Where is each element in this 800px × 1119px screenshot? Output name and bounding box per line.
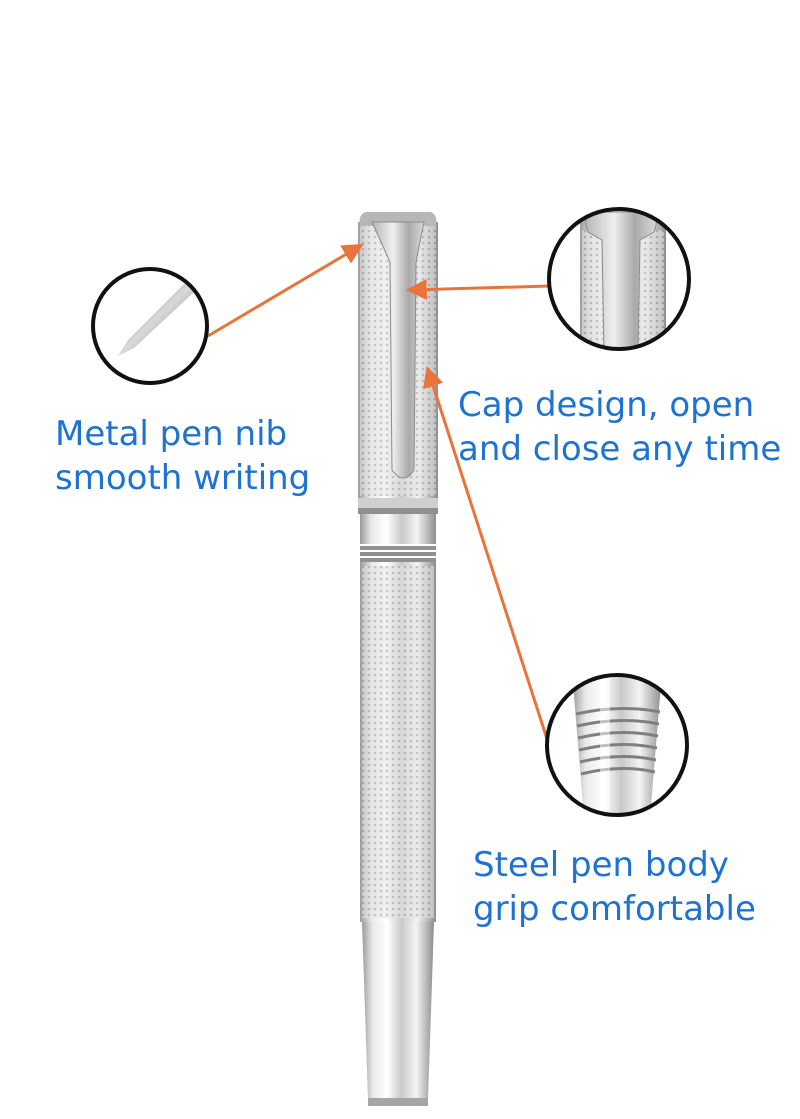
pen xyxy=(358,212,438,1106)
body-caption-line-2: grip comfortable xyxy=(473,889,756,929)
nib-caption-line-2: smooth writing xyxy=(55,458,311,498)
cap-clip-closeup-icon xyxy=(547,207,691,351)
pen-end xyxy=(362,922,434,1100)
body-caption: Steel pen body grip comfortable xyxy=(473,843,756,931)
cap-caption: Cap design, open and close any time xyxy=(458,383,781,471)
arrows xyxy=(207,243,551,743)
cap-caption-line-2: and close any time xyxy=(458,429,782,469)
pen-nib-closeup-icon xyxy=(91,267,209,385)
cap-arrow xyxy=(405,279,551,301)
nib-caption: Metal pen nib smooth writing xyxy=(55,412,310,500)
nib-arrow xyxy=(207,243,364,338)
grip-rings-closeup-icon xyxy=(545,673,689,817)
cap-caption-line-1: Cap design, open xyxy=(458,385,755,425)
nib-caption-line-1: Metal pen nib xyxy=(55,414,288,454)
body-arrow xyxy=(423,366,550,743)
body-caption-line-1: Steel pen body xyxy=(473,845,729,885)
